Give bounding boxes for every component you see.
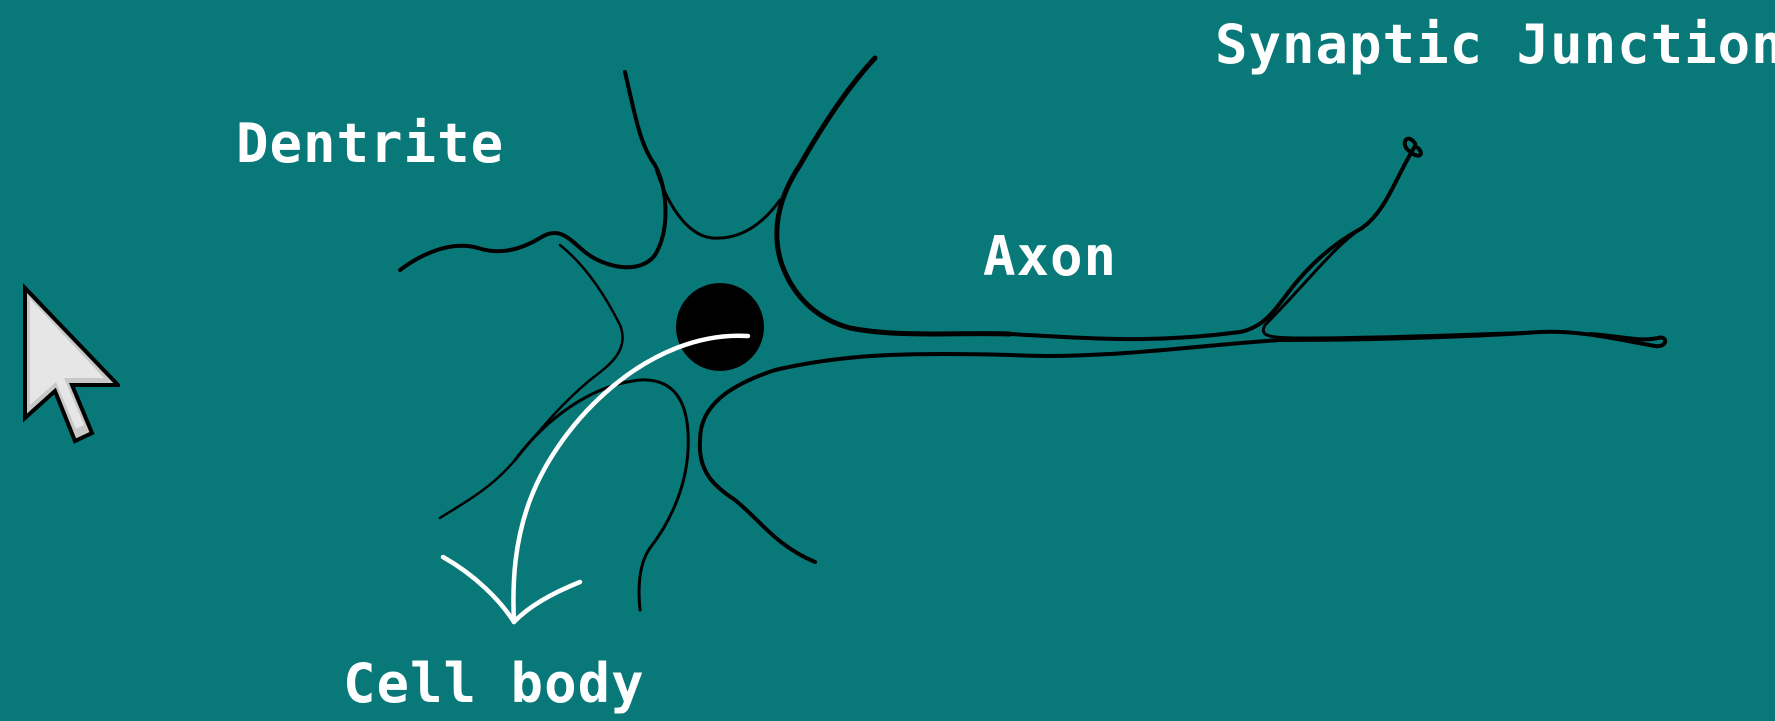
dendrite-upper-right: [777, 58, 1010, 334]
dendrite-upper-inner: [655, 165, 780, 238]
axon-lower-edge: [1010, 332, 1665, 356]
label-cell-body: Cell body: [343, 657, 645, 711]
nucleus: [676, 283, 764, 371]
label-synaptic-junction: Synaptic Junction: [1215, 18, 1775, 72]
dendrite-left: [440, 245, 623, 518]
label-dentrite: Dentrite: [236, 117, 504, 171]
label-axon: Axon: [983, 230, 1117, 284]
dendrite-lower-right: [700, 354, 1010, 562]
axon-branch: [1263, 228, 1540, 338]
dendrite-lower-left: [515, 380, 688, 610]
mouse-pointer-icon: [20, 283, 120, 453]
